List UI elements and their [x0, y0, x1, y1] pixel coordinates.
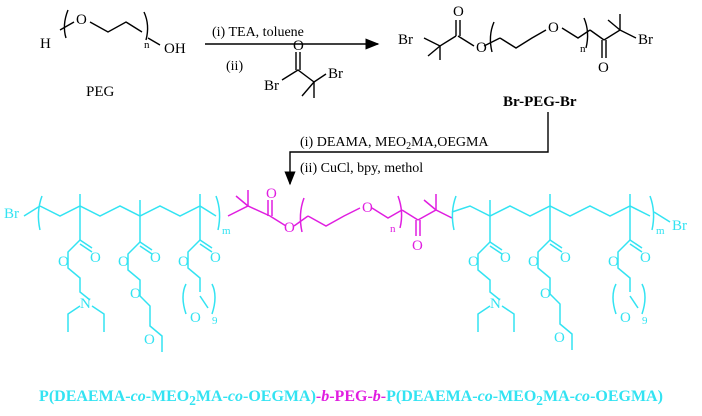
atom-o-u5-ether2: O	[554, 330, 565, 346]
atom-o-u5-ester: O	[528, 254, 539, 270]
subscript-n-center: n	[390, 223, 396, 235]
atom-o-peg: O	[76, 12, 87, 28]
atom-o-u6-ester: O	[608, 254, 619, 270]
atom-o-u6-peg: O	[620, 310, 631, 326]
atom-br-acyl: Br	[264, 78, 279, 94]
atom-o-u5-carbonyl: O	[560, 250, 571, 266]
atom-o-center-peg: O	[362, 200, 373, 216]
atom-o-ester-left: O	[476, 40, 487, 56]
atom-br-alkyl: Br	[328, 66, 343, 82]
atom-o-u3-ester: O	[178, 254, 189, 270]
subscript-n-brpeg: n	[580, 43, 586, 55]
atom-o-u2-carbonyl: O	[150, 250, 161, 266]
atom-br-product-right: Br	[672, 218, 687, 234]
atom-br-product-left: Br	[4, 206, 19, 222]
peg-structure	[59, 9, 161, 46]
atom-h: H	[40, 36, 51, 52]
atom-o-center-ester-left: O	[284, 220, 295, 236]
product-caption: P(DEAEMA-co-MEO2MA-co-OEGMA)-b-PEG-b-P(D…	[39, 388, 663, 409]
atom-o-u2-ether1: O	[130, 286, 141, 302]
product-right-block	[451, 194, 671, 350]
label-br-peg-br: Br-PEG-Br	[503, 94, 577, 110]
atom-o-acyl: O	[293, 38, 304, 54]
atom-o-u5-ether1: O	[540, 286, 551, 302]
atom-o-carbonyl-left: O	[453, 4, 464, 20]
atom-o-u4-carbonyl: O	[500, 250, 511, 266]
label-peg: PEG	[86, 84, 115, 100]
subscript-9-right: 9	[642, 315, 648, 327]
atom-o-u1-carbonyl: O	[90, 250, 101, 266]
atom-o-u3-peg: O	[190, 310, 201, 326]
step1-condition-1: (i) TEA, toluene	[212, 25, 304, 40]
subscript-9-left: 9	[212, 315, 218, 327]
atom-o-center-carbonyl-left: O	[266, 186, 277, 202]
product-peg-center	[227, 190, 453, 236]
step1-condition-2: (ii)	[226, 59, 243, 74]
atom-o-u2-ether2: O	[144, 332, 155, 348]
subscript-m-left: m	[222, 225, 231, 237]
atom-o-u1-ester: O	[58, 254, 69, 270]
atom-o-u3-carbonyl: O	[210, 250, 221, 266]
arrow-step2	[284, 112, 549, 186]
bromoisobutyryl-bromide	[281, 52, 327, 98]
subscript-m-right: m	[656, 225, 665, 237]
product-left-block	[23, 194, 221, 352]
atom-o-center-carbonyl-right: O	[412, 238, 423, 254]
atom-o-carbonyl-right: O	[598, 60, 609, 76]
step2-condition-1: (i) DEAMA, MEO2MA,OEGMA	[300, 135, 489, 152]
atom-br-left: Br	[398, 32, 413, 48]
atom-oh: OH	[164, 41, 186, 57]
atom-o-u6-carbonyl: O	[640, 250, 651, 266]
atom-o-u4-ester: O	[468, 254, 479, 270]
atom-o-u2-ester: O	[118, 254, 129, 270]
subscript-n-peg: n	[144, 39, 150, 51]
step2-condition-2: (ii) CuCl, bpy, methol	[300, 161, 423, 176]
atom-n-u4: N	[490, 296, 501, 312]
atom-o-peg-chain: O	[548, 20, 559, 36]
atom-br-right: Br	[638, 32, 653, 48]
atom-n-u1: N	[80, 296, 91, 312]
br-peg-br-structure	[423, 14, 637, 60]
